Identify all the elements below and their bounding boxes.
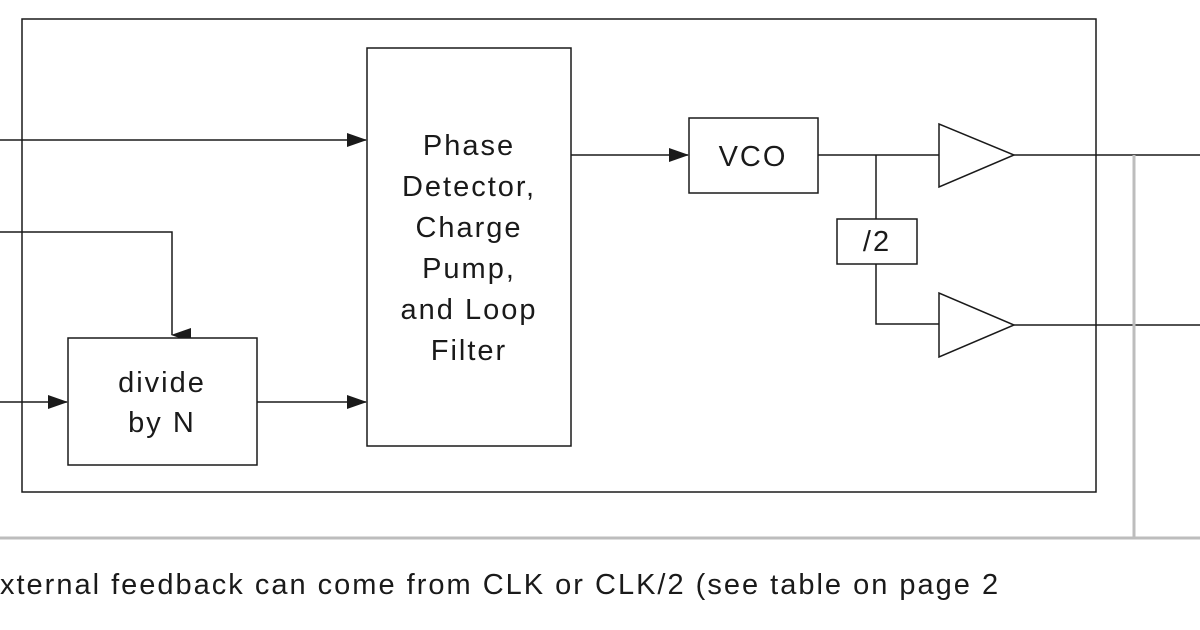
clk-buffer-triangle: [938, 122, 1016, 189]
phase-detector-label-line3: Charge: [415, 212, 522, 244]
phase-detector-label-line1: Phase: [423, 130, 515, 162]
clk-half-buffer-triangle: [938, 291, 1016, 359]
phase-detector-label-line6: Filter: [431, 335, 507, 367]
phase-detector-block: [366, 47, 572, 447]
phase-detector-label-line4: Pump,: [422, 253, 516, 285]
phase-detector-label-line5: and Loop: [401, 294, 538, 326]
phase-detector-label-line2: Detector,: [402, 171, 536, 203]
feedback-caption: xternal feedback can come from CLK or CL…: [0, 569, 1000, 601]
vco-block: [688, 117, 819, 194]
divide-by-2-output-line: [875, 264, 939, 325]
divider-control-line: [0, 231, 191, 342]
divide-by-n-block: [67, 337, 258, 466]
vco-label: VCO: [719, 141, 788, 173]
divide-by-2-block: [836, 218, 918, 265]
divide-by-2-label: /2: [863, 226, 891, 258]
divide-by-n-label-line1: divide: [118, 367, 206, 399]
divide-by-n-label-line2: by N: [128, 407, 196, 439]
chip-outline: [21, 18, 1097, 493]
